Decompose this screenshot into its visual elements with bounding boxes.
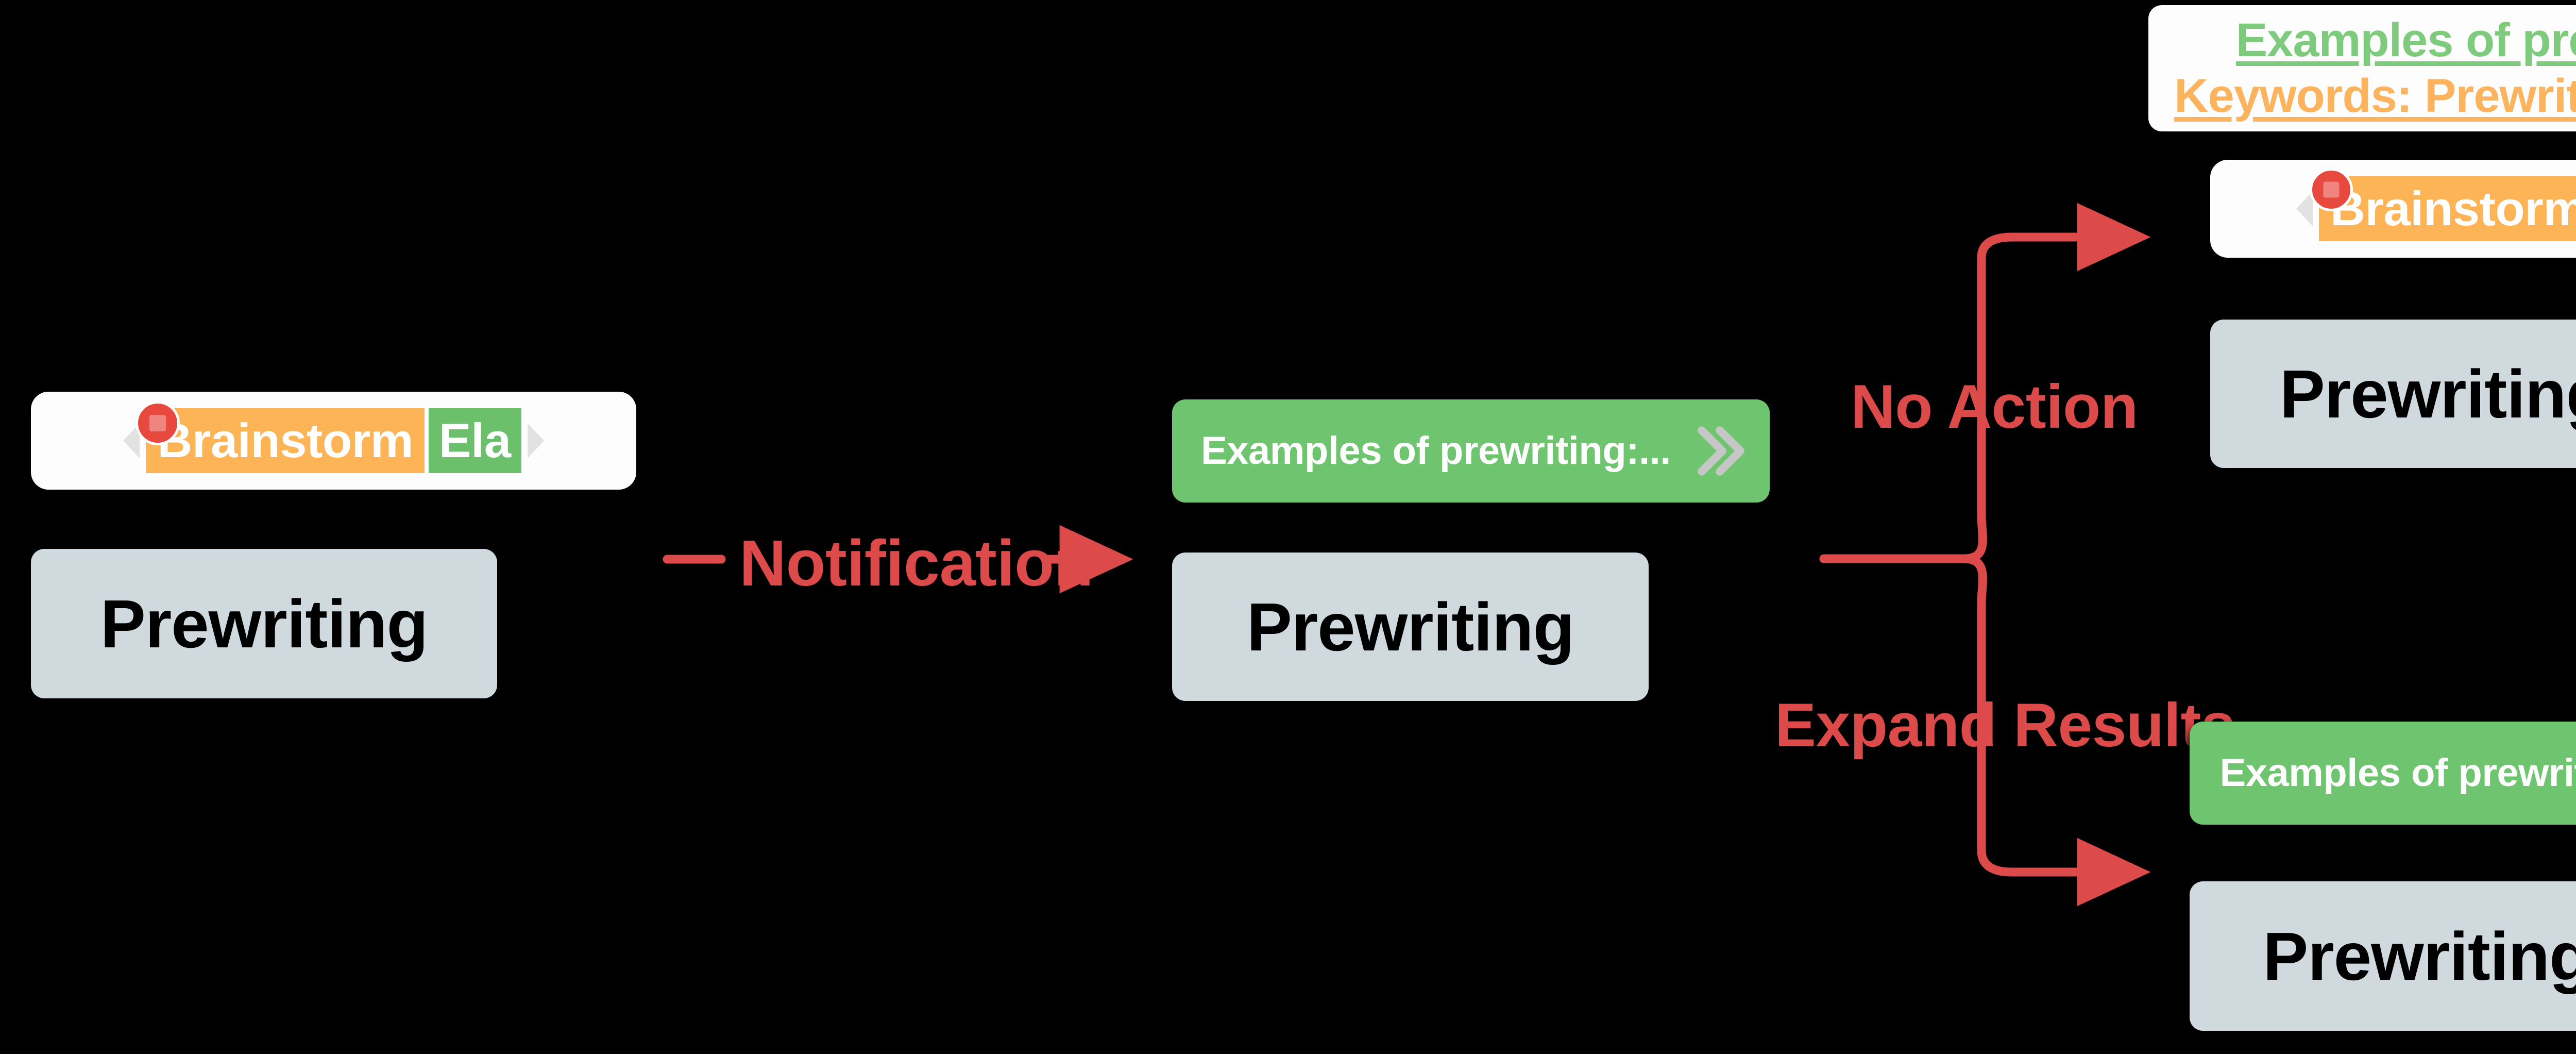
- remove-badge-icon[interactable]: [135, 401, 180, 445]
- stage4-notification-card[interactable]: Examples of prewriting:...: [2190, 722, 2576, 825]
- stage3-expanded-card[interactable]: Examples of prewriting Keywords: Prewrit…: [2148, 5, 2576, 131]
- remove-badge-icon[interactable]: [2309, 168, 2353, 211]
- chip-ela[interactable]: Ela: [428, 408, 521, 473]
- triangle-left-icon[interactable]: [2296, 191, 2313, 226]
- chip-brainstorm[interactable]: Brainstorm: [146, 408, 425, 473]
- flow-label-no-action: No Action: [1851, 372, 2138, 441]
- chip-group: Brainstorm Ela: [135, 401, 521, 473]
- expanded-title-green: Examples of prewriting: [2235, 14, 2576, 67]
- chevron-double-right-icon[interactable]: [1686, 420, 1770, 482]
- stage2-prewriting-tile[interactable]: Prewriting: [1172, 553, 1649, 701]
- notification-text: Examples of prewriting:...: [1201, 429, 1671, 473]
- stage3-carousel-card[interactable]: Brainstorm Ela: [2210, 160, 2576, 258]
- flow-label-expand-results: Expand Results: [1775, 691, 2235, 760]
- flow-label-notification: Notification: [739, 527, 1093, 599]
- triangle-right-icon[interactable]: [527, 423, 544, 458]
- chip-brainstorm[interactable]: Brainstorm: [2318, 176, 2576, 241]
- stage1-prewriting-tile[interactable]: Prewriting: [31, 549, 497, 698]
- expanded-keywords-orange: Keywords: Prewriting, ideas,: [2174, 69, 2576, 122]
- chip-group: Brainstorm Ela: [2309, 168, 2576, 241]
- stage3-prewriting-tile[interactable]: Prewriting: [2210, 320, 2576, 468]
- stage4-prewriting-tile[interactable]: Prewriting: [2190, 881, 2576, 1031]
- stage2-notification-card[interactable]: Examples of prewriting:...: [1172, 399, 1770, 503]
- stage1-carousel-card[interactable]: Brainstorm Ela: [31, 392, 636, 490]
- notification-text: Examples of prewriting:...: [2219, 751, 2576, 795]
